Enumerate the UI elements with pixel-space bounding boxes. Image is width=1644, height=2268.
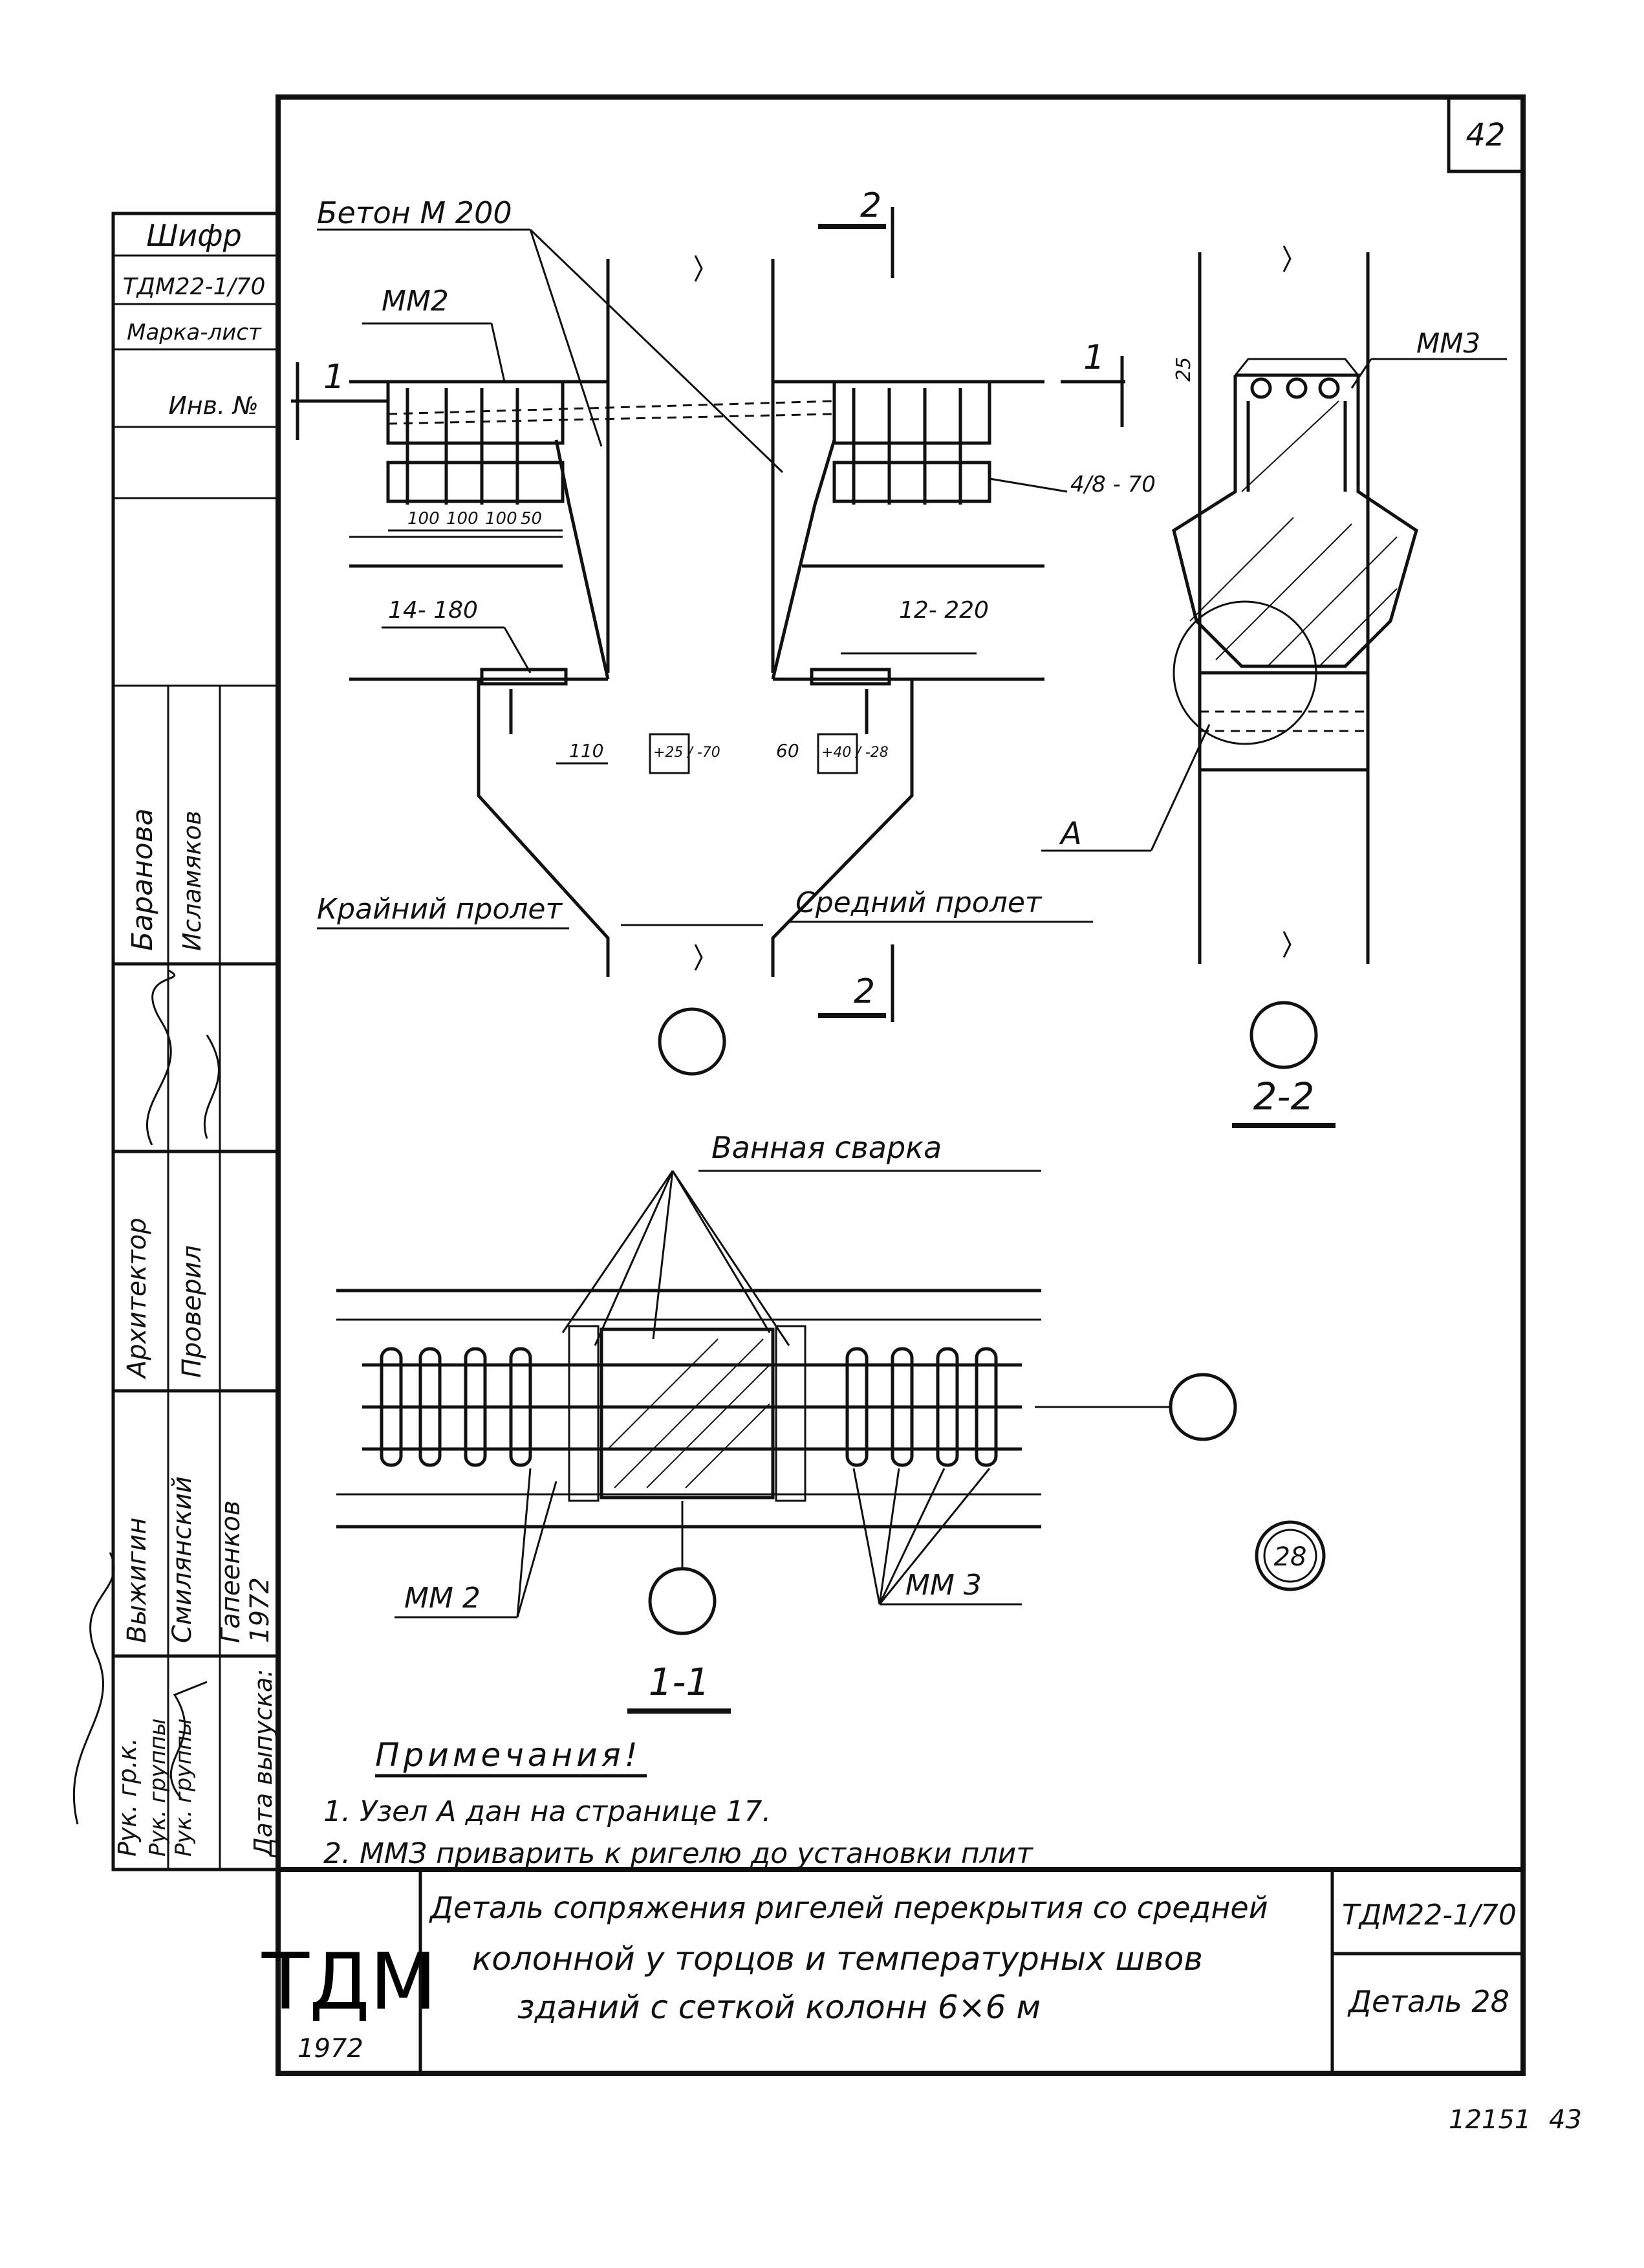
side-stamp: Шифр ТДМ22-1/70 Марка-лист Инв. № Рук. г…: [72, 212, 278, 1871]
weld-right: 12- 220: [899, 597, 989, 624]
mm3-label-plan: ММ 3: [905, 1569, 982, 1602]
node-a-label: А: [1059, 816, 1082, 852]
dim-2: 100: [446, 509, 479, 529]
section-mark-1-left: 1: [323, 358, 345, 397]
signature-1: [72, 1552, 115, 1825]
title-line-3: зданий с сеткой колонн 6×6 м: [517, 1989, 1041, 2026]
inventory-label: Инв. №: [168, 391, 258, 420]
mm3-label-top: ММ3: [1416, 327, 1480, 359]
span-left-label: Крайний пролет: [317, 893, 563, 926]
executor-2: Смилянский: [168, 1476, 197, 1643]
section-2-2-title: 2-2: [1253, 1074, 1315, 1118]
level-left: +25 / -70: [653, 745, 720, 761]
level-right: +40 / -28: [821, 745, 889, 761]
signature-2: [169, 1681, 208, 1799]
signature-4: [203, 1034, 220, 1139]
cipher-label: Шифр: [146, 218, 242, 253]
dim-4: 50: [521, 509, 542, 529]
axis-marker-1-1-bottom: [648, 1567, 717, 1635]
section-mark-2-top: 2: [860, 186, 881, 225]
page-number: 42: [1466, 117, 1505, 153]
axis-marker-1-1-right: [1169, 1373, 1237, 1441]
title-block: ТДМ 1972 Деталь сопряжения ригелей перек…: [261, 1867, 1526, 2076]
page-number-box: [1447, 95, 1525, 173]
title-line-2: колонной у торцов и температурных швов: [472, 1940, 1203, 1978]
archive-number: 12151: [1449, 2105, 1531, 2135]
section-1-1: Ванная сварка: [336, 1130, 1326, 1714]
title-line-1: Деталь сопряжения ригелей перекрытия со …: [429, 1890, 1268, 1925]
concrete-label: Бетон М 200: [317, 195, 512, 230]
cipher-value: ТДМ22-1/70: [123, 274, 266, 300]
title-year: 1972: [297, 2034, 363, 2064]
top-view: Бетон М 200 2 2 1 1 ММ2 100 100 100 50 4…: [291, 186, 1156, 1076]
dim-3: 100: [485, 509, 517, 529]
section-mark-1-right: 1: [1083, 338, 1105, 377]
dim-110: 110: [569, 740, 603, 761]
approver-2: Исламяков: [178, 811, 206, 951]
executor-3: Гапеенков: [216, 1500, 246, 1643]
executor-1: Выжигин: [122, 1518, 152, 1643]
dim-25: 25: [1173, 357, 1195, 382]
mm2-label-top: ММ2: [382, 285, 449, 318]
role-2: Рук. группы: [145, 1718, 171, 1857]
title-detail: Деталь 28: [1347, 1984, 1509, 2019]
title-logo: ТДМ: [261, 1937, 437, 2027]
dim-1: 100: [407, 509, 440, 529]
notes: Примечания! 1. Узел А дан на странице 17…: [323, 1736, 1033, 1870]
title-cipher: ТДМ22-1/70: [1342, 1899, 1517, 1932]
weld-symbol: 4/8 - 70: [1070, 472, 1156, 497]
dim-60: 60: [776, 740, 799, 761]
role-4: Дата выпуска:: [249, 1669, 277, 1858]
note-1: 1. Узел А дан на странице 17.: [323, 1795, 771, 1828]
notes-title: Примечания!: [375, 1736, 642, 1774]
archive-sheet: 43: [1549, 2105, 1582, 2135]
section-1-1-title: 1-1: [649, 1660, 710, 1704]
role-1: Рук. гр.к.: [113, 1738, 142, 1857]
axis-marker-2-2: [1249, 1001, 1318, 1069]
span-right-label: Средний пролет: [795, 886, 1043, 919]
approver-1: Баранова: [126, 808, 159, 951]
architect-label: Архитектор: [122, 1217, 152, 1380]
mark-sheet-label: Марка-лист: [127, 320, 262, 345]
checked-label: Проверил: [177, 1245, 207, 1378]
executor-4: 1972: [245, 1577, 275, 1643]
section-2-2: 25 ММ3 А 2-2: [1041, 245, 1507, 1128]
section-mark-2-bottom: 2: [854, 972, 875, 1011]
bath-weld-label: Ванная сварка: [711, 1130, 942, 1165]
note-2: 2. ММЗ приварить к ригелю до установки п…: [323, 1837, 1033, 1870]
detail-number: 28: [1274, 1542, 1307, 1572]
mm2-label-plan: ММ 2: [404, 1582, 481, 1615]
weld-left: 14- 180: [388, 597, 478, 624]
signature-3: [146, 969, 176, 1146]
axis-marker-top: [658, 1007, 726, 1076]
